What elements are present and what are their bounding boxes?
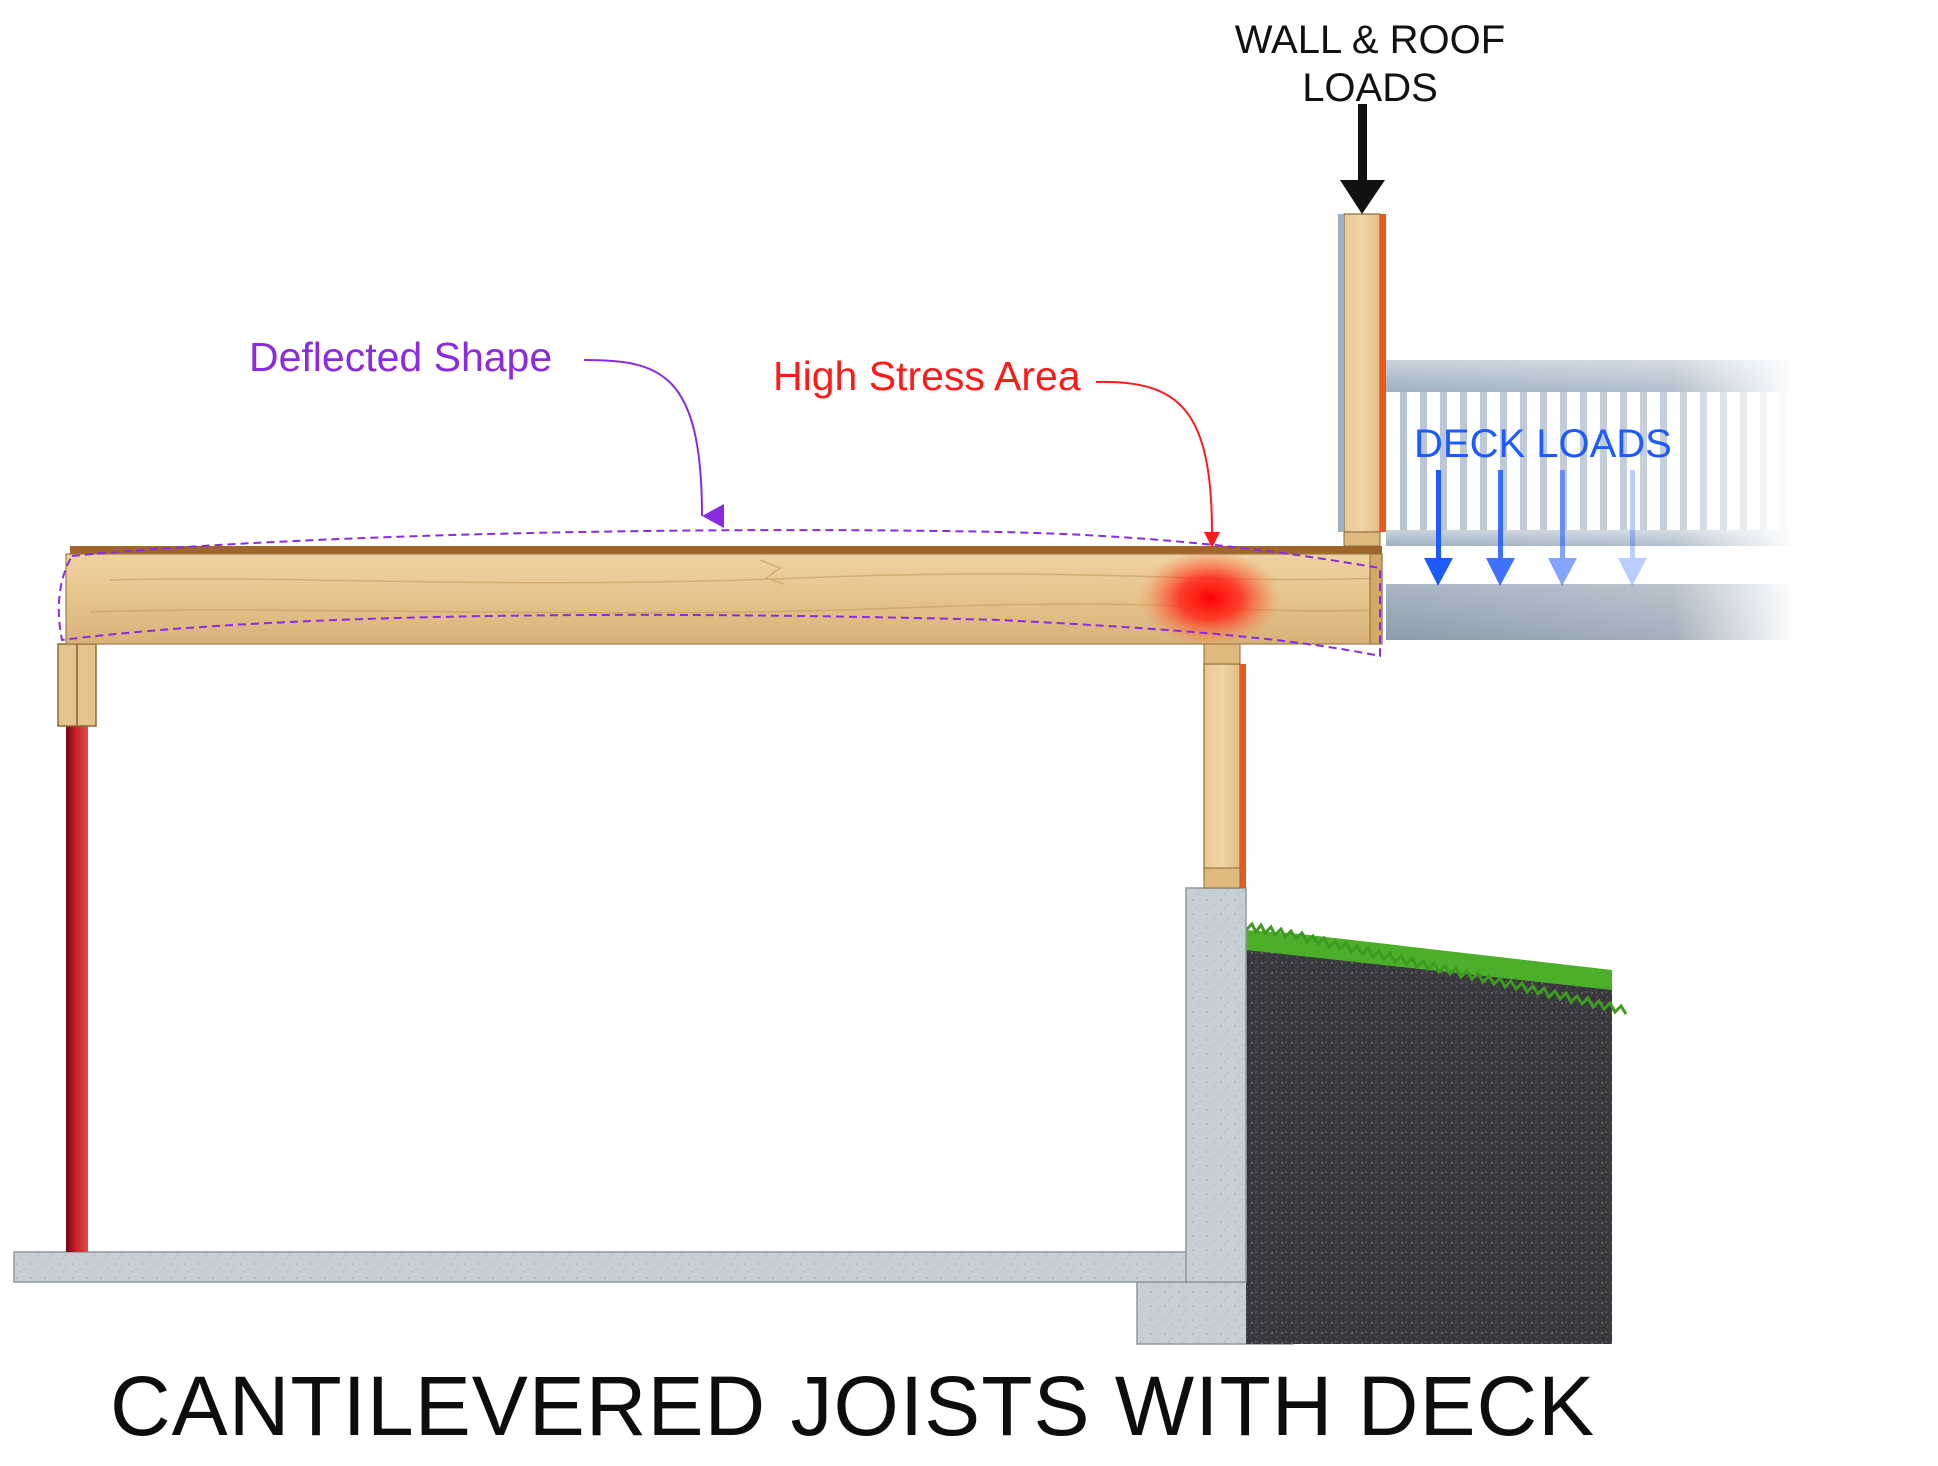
wall-roof-loads-label: WALL & ROOF LOADS bbox=[1170, 16, 1570, 112]
stress-callout-arrowhead bbox=[1204, 532, 1220, 548]
soil bbox=[1246, 942, 1612, 1344]
upper-wall-sheathing bbox=[1380, 214, 1386, 532]
deck bbox=[1386, 356, 1796, 646]
upper-wall-drywall bbox=[1338, 214, 1344, 532]
wall-roof-label-line1: WALL & ROOF bbox=[1234, 18, 1506, 62]
deck-load-arrow-2 bbox=[1486, 470, 1515, 586]
diagram-title: CANTILEVERED JOISTS WITH DECK bbox=[110, 1359, 1596, 1453]
wall-roof-label-line2: LOADS bbox=[1302, 66, 1438, 110]
deck-load-arrows bbox=[1424, 470, 1647, 586]
lower-wall-stud bbox=[1203, 663, 1241, 879]
high-stress-zone bbox=[1140, 550, 1280, 646]
deflected-shape-label: Deflected Shape bbox=[249, 334, 553, 380]
lower-top-plate bbox=[1203, 643, 1241, 665]
stress-callout-line bbox=[1095, 380, 1213, 535]
wall-roof-load-arrow bbox=[1340, 104, 1385, 214]
high-stress-label: High Stress Area bbox=[773, 353, 1081, 399]
upper-bottom-plate bbox=[1343, 531, 1381, 547]
upper-wall-stud bbox=[1343, 213, 1381, 533]
left-bearing-block-b bbox=[76, 643, 97, 727]
deck-load-arrow-3 bbox=[1548, 470, 1577, 586]
grass-blades bbox=[1244, 921, 1628, 1015]
support-post bbox=[66, 726, 88, 1252]
foundation-wall bbox=[1185, 887, 1247, 1283]
deck-loads-label: DECK LOADS bbox=[1414, 422, 1672, 466]
deck-load-arrow-1 bbox=[1424, 470, 1453, 586]
lower-bottom-plate bbox=[1203, 867, 1241, 889]
deflected-callout-line bbox=[583, 359, 725, 528]
floor-slab bbox=[13, 1251, 1187, 1283]
left-bearing-block-a bbox=[57, 643, 78, 727]
deck-load-arrow-4 bbox=[1618, 470, 1647, 586]
deflected-shape bbox=[57, 529, 1381, 658]
deck-fade bbox=[1386, 356, 1796, 646]
subfloor bbox=[70, 546, 1382, 554]
lower-wall-sheathing bbox=[1240, 664, 1246, 888]
